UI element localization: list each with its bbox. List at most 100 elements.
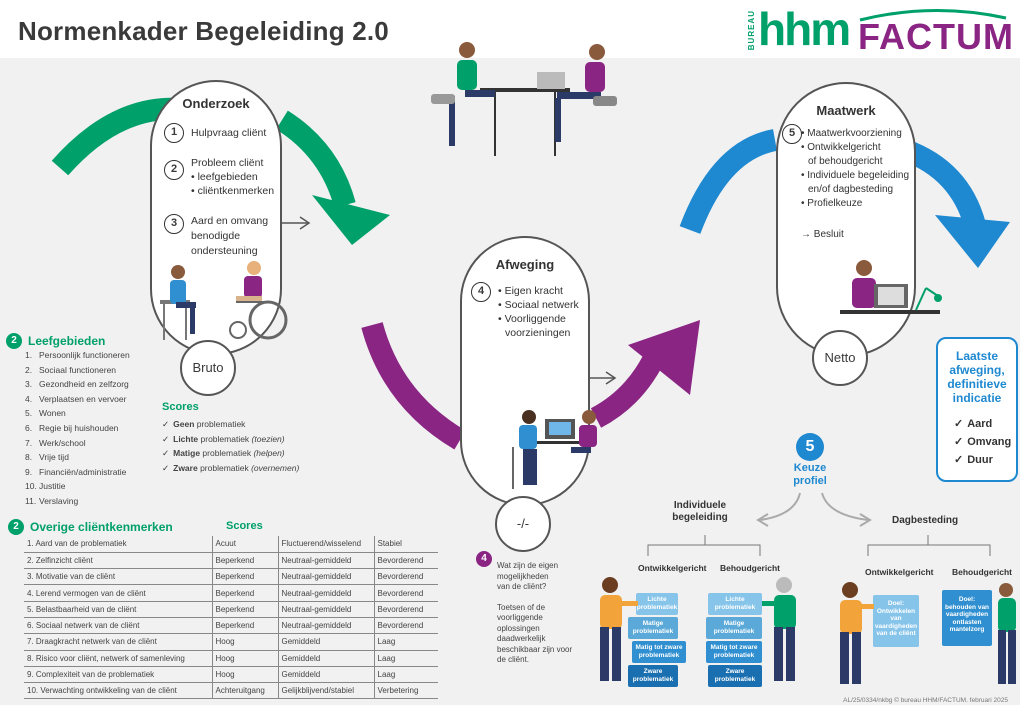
check-icon: ✓ xyxy=(162,462,170,473)
list-item: 1.Persoonlijk functioneren xyxy=(25,350,130,360)
maatwerk-title: Maatwerk xyxy=(816,103,876,118)
laatste-title-3: definitieve xyxy=(947,377,1007,391)
logo-hhm: hhm xyxy=(758,3,851,55)
list-item: 7.Werk/school xyxy=(25,437,86,448)
note-4-badge: 4 xyxy=(476,551,492,567)
table-cell: 7. Draagkracht netwerk van de cliënt xyxy=(24,633,212,651)
table-cell: Beperkend xyxy=(211,601,278,618)
step-2-line3: • cliëntkenmerken xyxy=(191,185,275,197)
laatste-title-2: afweging, xyxy=(949,363,1005,377)
table-cell: Beperkend xyxy=(211,584,278,602)
footer-text: AL/25/0334/nkbg © bureau HHM/FACTUM. feb… xyxy=(843,697,1008,704)
leefgebieden-badge: 2 xyxy=(6,333,22,349)
ind-ontw-label: Ontwikkelgericht xyxy=(638,563,707,573)
list-item: 8.Vrije tijd xyxy=(25,452,69,463)
table-cell: 8. Risico voor cliënt, netwerk of samenl… xyxy=(24,650,212,667)
list-item: 9.Financiën/administratie xyxy=(25,466,127,477)
list-item: ✓Aard xyxy=(954,418,993,430)
list-item: 6.Regie bij huishouden xyxy=(25,422,119,433)
table-cell: Beperkend xyxy=(211,568,278,586)
table-cell: Bevorderend xyxy=(373,601,438,618)
table-cell: Beperkend xyxy=(211,617,278,635)
table-cell: 3. Motivatie van de cliënt xyxy=(24,568,212,586)
step-2-badge: 2 xyxy=(164,160,184,180)
maatwerk-item-6: • Profielkeuze xyxy=(801,198,863,209)
score-item: ✓Matige problematiek (helpen) xyxy=(162,448,285,458)
keuze-label-1: Keuze xyxy=(793,462,827,474)
bruto-circle: Bruto xyxy=(180,340,236,396)
table-cell: Hoog xyxy=(211,666,278,684)
table-cell: Gemiddeld xyxy=(277,666,374,684)
step-3-badge: 3 xyxy=(164,214,184,234)
maatwerk-item-5: en/of dagbesteding xyxy=(808,184,894,195)
table-cell: Laag xyxy=(373,666,438,684)
table-cell: 5. Belastbaarheid van de cliënt xyxy=(24,601,212,618)
kenmerken-badge: 2 xyxy=(8,519,24,535)
table-cell: Verbetering xyxy=(373,682,438,700)
score-item: ✓Geen problematiek xyxy=(162,419,246,429)
table-cell: Hoog xyxy=(211,650,278,667)
desk-worker-illustration xyxy=(840,260,942,314)
person-dag-right-illustration xyxy=(998,583,1016,684)
besluit-text: → Besluit xyxy=(801,229,844,240)
header: Normenkader Begeleiding 2.0 BUREAU hhm F… xyxy=(0,0,1020,58)
afweging-item-3: • Voorliggende xyxy=(498,313,566,325)
maatwerk-item-4: • Individuele begeleiding xyxy=(801,170,910,181)
keuze-badge: 5 xyxy=(796,433,824,461)
person-left-illustration xyxy=(600,577,638,681)
table-cell: Gemiddeld xyxy=(277,633,374,651)
list-item: 10.Justitie xyxy=(25,481,66,492)
step-2-line2: • leefgebieden xyxy=(191,171,258,183)
dagbesteding-title: Dagbesteding xyxy=(892,515,959,526)
person-dag-left-illustration xyxy=(840,582,874,684)
table-cell: Neutraal-gemiddeld xyxy=(277,617,374,635)
step-1-text: Hulpvraag cliënt xyxy=(191,127,267,139)
table-row: 10. Verwachting ontwikkeling van de clië… xyxy=(24,682,438,700)
table-cell: Bevorderend xyxy=(373,552,438,570)
table-cell: Fluctuerend/wisselend xyxy=(277,536,374,553)
logo-factum: FACTUM xyxy=(858,16,1014,57)
maatwerk-item-2: • Ontwikkelgericht xyxy=(801,142,881,153)
dag-ontw-label: Ontwikkelgericht xyxy=(865,567,934,577)
table-cell: Bevorderend xyxy=(373,584,438,602)
list-item: 11.Verslaving xyxy=(25,495,79,506)
computer-work-illustration xyxy=(512,410,597,489)
table-cell: 6. Sociaal netwerk van de cliënt xyxy=(24,617,212,635)
check-icon: ✓ xyxy=(954,418,964,430)
table-cell: Gemiddeld xyxy=(277,650,374,667)
table-cell: Acuut xyxy=(211,536,278,553)
table-row: 8. Risico voor cliënt, netwerk of samenl… xyxy=(24,650,438,667)
meeting-illustration xyxy=(431,42,617,156)
step-5-badge: 5 xyxy=(782,124,802,144)
person-right-illustration xyxy=(762,577,796,681)
afweging-item-4: voorzieningen xyxy=(505,327,571,339)
step-3-line2: benodigde xyxy=(191,230,241,242)
score-item: ✓Lichte problematiek (toezien) xyxy=(162,433,285,444)
consultation-illustration xyxy=(160,261,288,340)
table-cell: Bevorderend xyxy=(373,617,438,635)
table-cell: Hoog xyxy=(211,633,278,651)
step-3-line1: Aard en omvang xyxy=(191,215,269,227)
score-item: ✓Zware problematiek (overnemen) xyxy=(162,462,300,473)
list-item: ✓Duur xyxy=(954,454,993,466)
table-cell: Laag xyxy=(373,633,438,651)
table-cell: 9. Complexiteit van de problematiek xyxy=(24,666,212,684)
table-cell: Neutraal-gemiddeld xyxy=(277,552,374,570)
step-1-badge: 1 xyxy=(164,123,184,143)
